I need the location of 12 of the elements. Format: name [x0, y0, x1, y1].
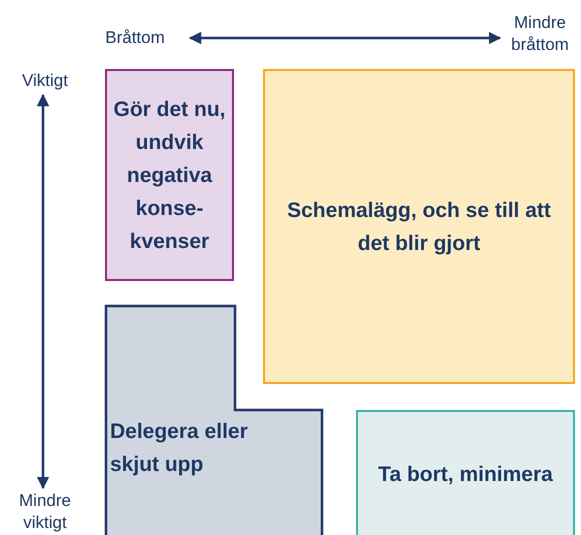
task-text: Ta bort, minimera [378, 462, 553, 488]
axis-label: Mindre bråttom [510, 12, 570, 56]
task-box [356, 410, 575, 535]
task-text: Schemalägg, och se till att det blir gjort [286, 198, 552, 256]
task-text: Delegera eller skjut upp [110, 419, 249, 478]
task-text: Gör det nu, undvik negativa konse-kvenser [112, 96, 226, 254]
axis-label: Bråttom [104, 27, 166, 49]
axis-label: Mindre viktigt [18, 490, 72, 534]
task-box [105, 305, 323, 535]
task-box [105, 69, 234, 281]
task-box [263, 69, 575, 384]
axis-label: Viktigt [21, 70, 69, 92]
